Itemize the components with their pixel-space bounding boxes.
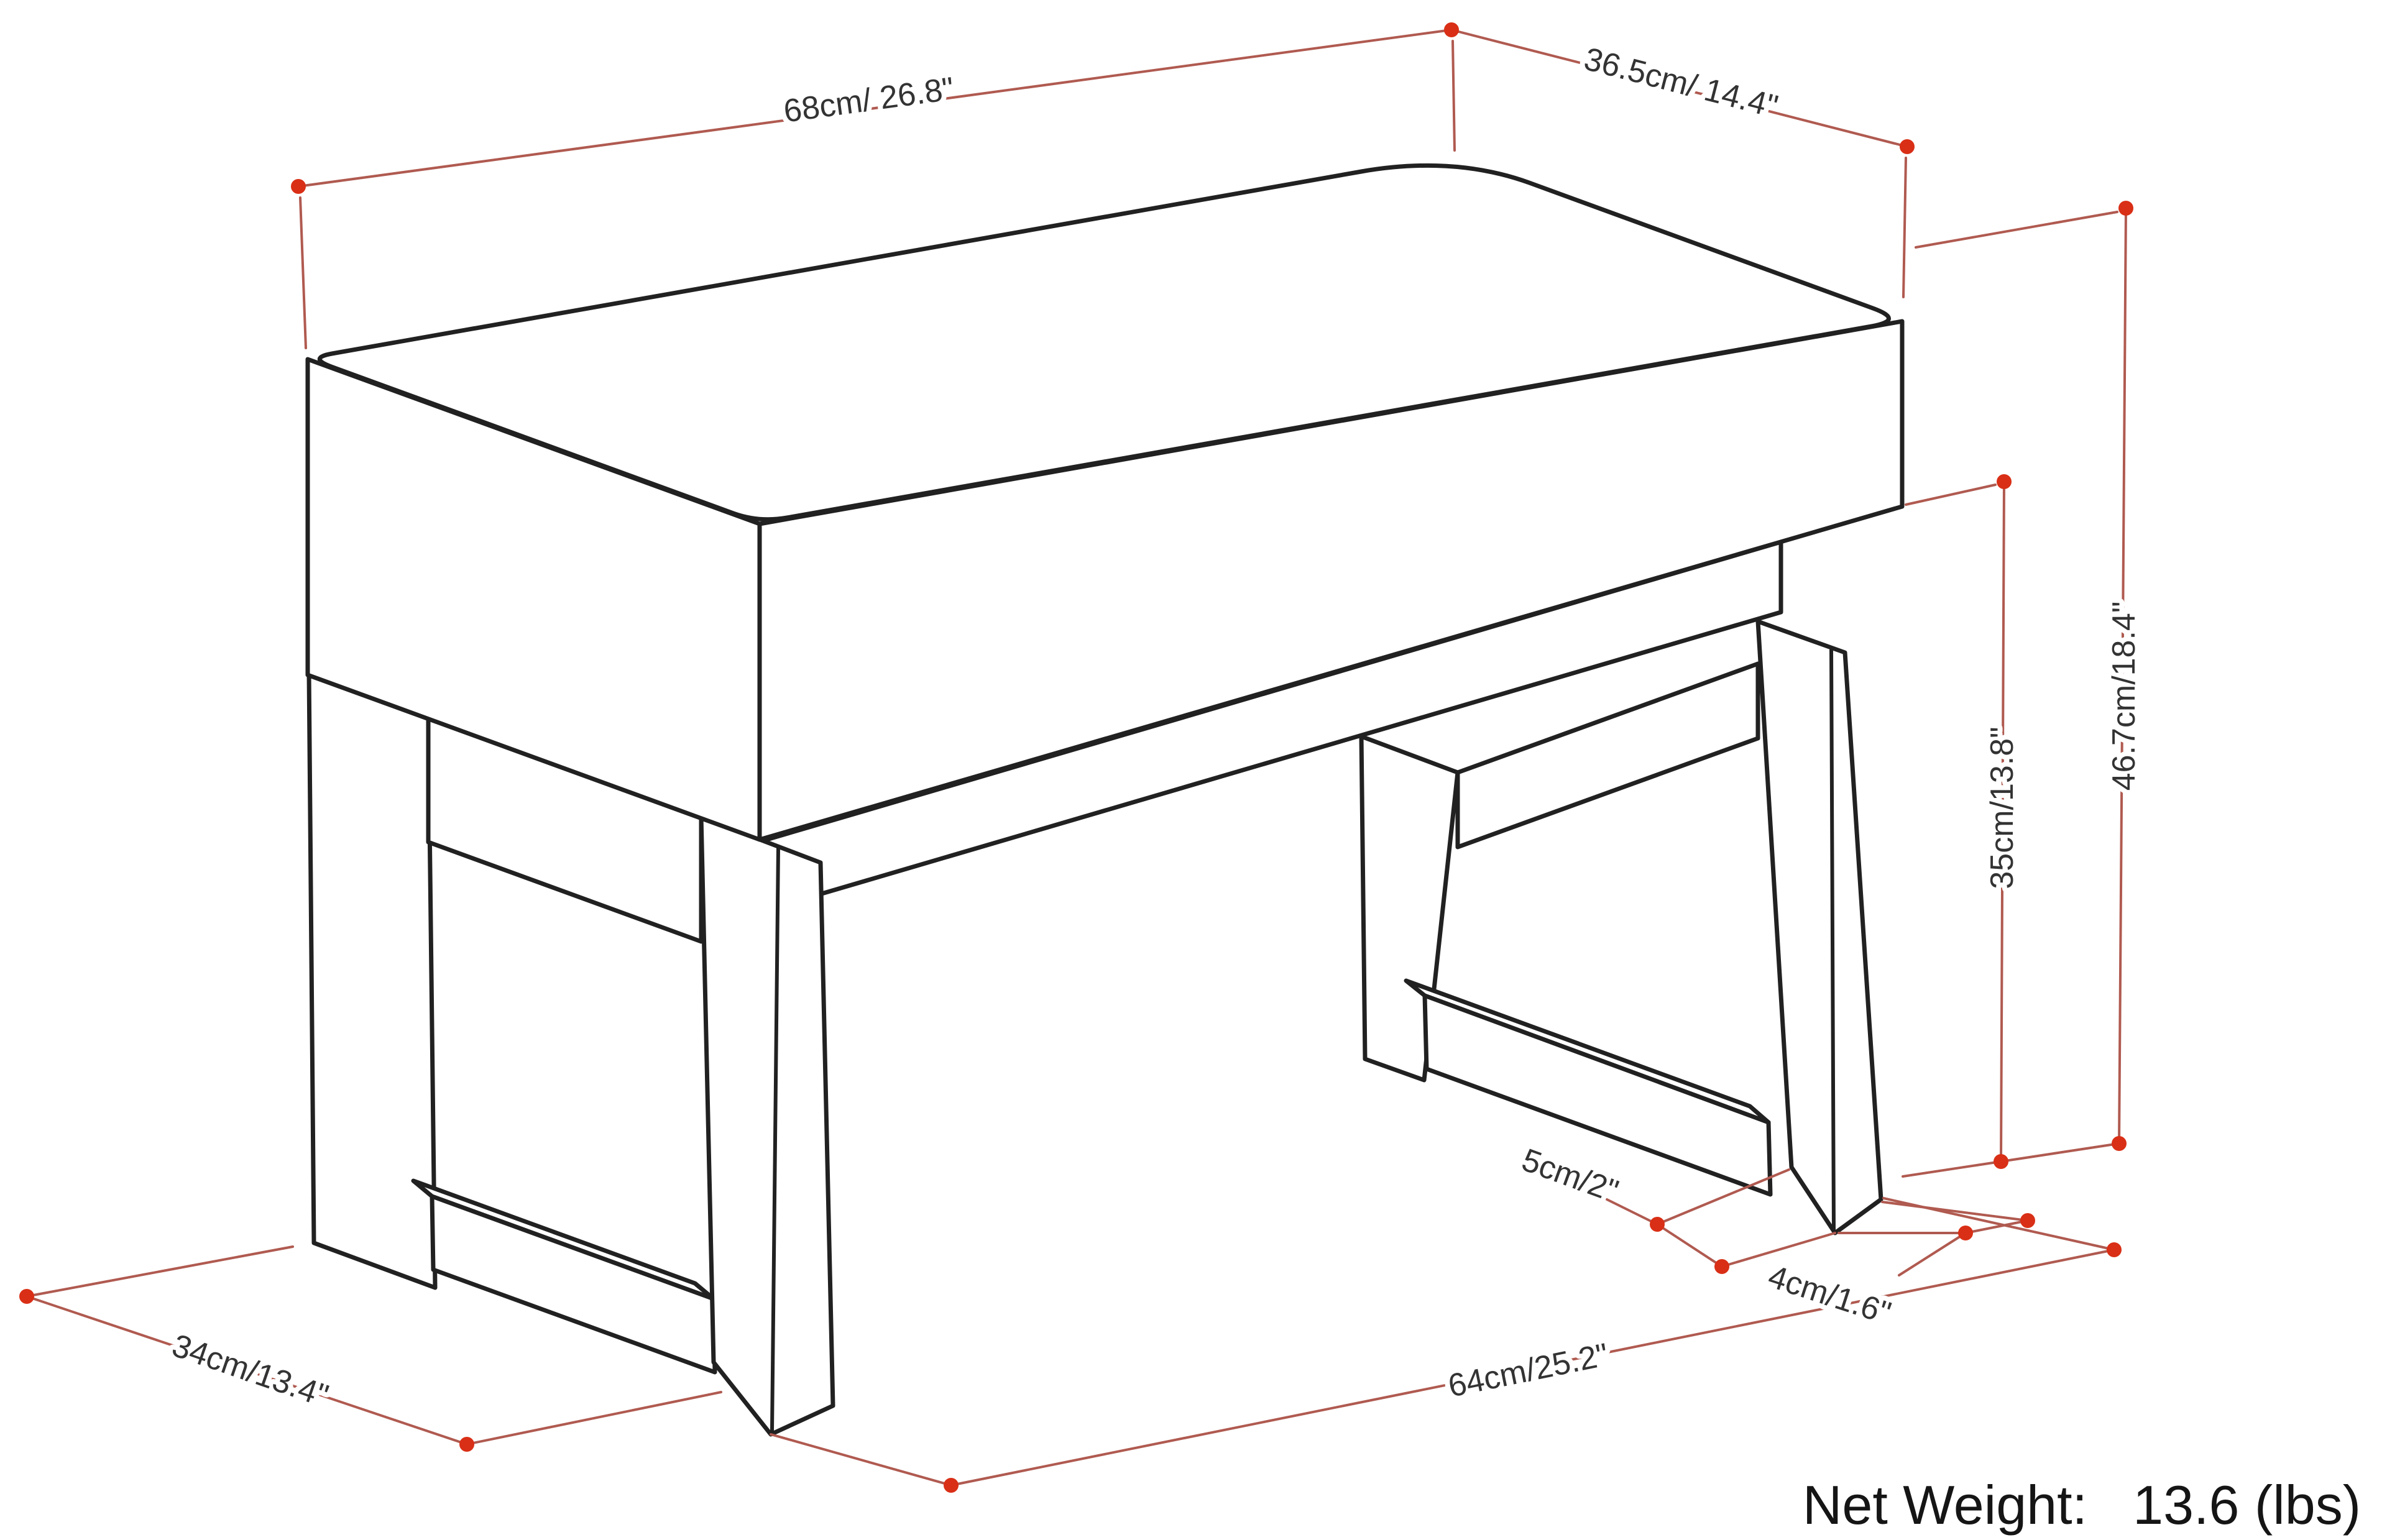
net-weight: Net Weight: 13.6 (lbs) (1803, 1474, 2361, 1536)
left-frame-bottom-rail (430, 1194, 717, 1375)
net-weight-label: Net Weight: (1803, 1474, 2087, 1536)
dot-base-depth-left (19, 1289, 34, 1304)
dim-floor-clearance-witness-b (1881, 1201, 2029, 1222)
dot-seat-height-bottom (1994, 1154, 2008, 1169)
dim-seat-height-line (2000, 480, 2005, 1163)
dim-top-length-witness-left (299, 196, 307, 349)
right-frame-front-post (1755, 619, 1883, 1235)
dot-overall-height-top (2118, 201, 2133, 216)
right-frame-bottom-rail (1422, 993, 1773, 1197)
bench-drawing (305, 163, 1905, 1437)
label-leg-foot-width: 5cm/2" (1517, 1142, 1623, 1209)
dot-floor-clearance-b (2020, 1213, 2035, 1228)
dimension-dots (19, 22, 2133, 1493)
left-frame-front-post-corner-edge (770, 846, 780, 1432)
seat-top-face (317, 163, 1891, 522)
dim-base-length-line (950, 1249, 2115, 1487)
dim-base-length-witness-left (770, 1433, 952, 1487)
dim-top-length-witness-right (1451, 40, 1456, 152)
dim-overall-height-leader-top (1915, 211, 2118, 249)
dim-leg-width-leader (1606, 1198, 1658, 1226)
dim-top-length-line (297, 29, 1453, 188)
dot-leg-width-b (1714, 1259, 1729, 1274)
right-frame-back-post (1359, 734, 1460, 1083)
dim-top-depth-witness (1902, 157, 1907, 298)
dim-leg-width-line (1656, 1223, 1723, 1268)
dim-seat-height-leader-top (1905, 484, 1997, 506)
dot-top-peak (1444, 22, 1459, 37)
dot-overall-height-bottom (2112, 1136, 2127, 1151)
right-frame-front-post-corner-edge (1829, 648, 1836, 1232)
dim-overall-height-leader-bottom (1902, 1142, 2120, 1178)
label-floor-clearance: 4cm/1.6" (1764, 1258, 1895, 1332)
label-seat-height: 35cm/13.8" (1984, 726, 2020, 889)
dot-seat-height-top (1997, 474, 2012, 489)
dot-leg-width-a (1650, 1217, 1665, 1232)
right-frame-top-rail (1455, 661, 1760, 850)
label-top-length: 68cm/ 26.8" (781, 71, 956, 130)
dot-base-length-left (944, 1478, 959, 1493)
dim-overall-height-line (2118, 207, 2127, 1145)
dim-base-depth-witness-right (466, 1391, 722, 1446)
dim-floor-clearance-leader (1898, 1232, 1967, 1276)
dot-top-length-left (291, 179, 306, 194)
dim-leg-width-witness-a (1656, 1168, 1790, 1226)
label-top-depth: 36.5cm/ 14.4" (1580, 41, 1781, 126)
label-base-length: 64cm/25.2" (1445, 1337, 1612, 1405)
dim-base-depth-witness-left (25, 1245, 294, 1298)
dim-top-depth-line (1450, 29, 1908, 148)
dot-base-length-right (2107, 1242, 2122, 1257)
dot-floor-clearance-a (1958, 1226, 1973, 1240)
left-frame-back-post (306, 670, 438, 1290)
label-base-depth: 34cm/13.4" (168, 1327, 333, 1414)
left-frame-front-post (699, 815, 835, 1437)
dot-base-depth-right (459, 1437, 474, 1452)
label-overall-height: 46.7cm/18.4" (2106, 602, 2142, 791)
dim-base-length-witness-right (1882, 1197, 2115, 1251)
dim-base-depth-line (25, 1295, 468, 1446)
net-weight-value: 13.6 (lbs) (2133, 1474, 2361, 1536)
dim-floor-clearance-line (1964, 1219, 2029, 1234)
dim-leg-width-witness-b (1721, 1232, 1836, 1268)
dot-top-depth-right (1900, 139, 1915, 154)
